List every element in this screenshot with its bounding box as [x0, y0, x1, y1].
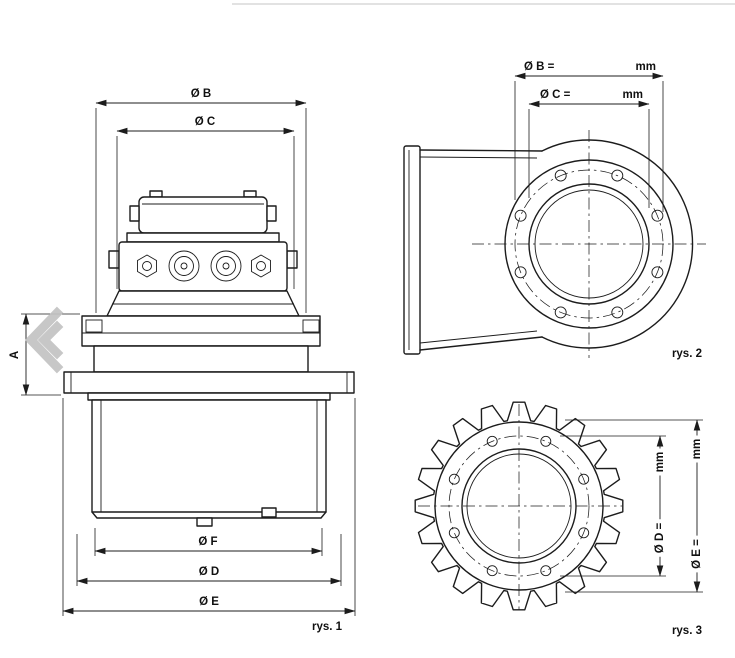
dim-label-b2: Ø B = — [524, 61, 555, 73]
center-lines — [472, 130, 706, 358]
figure1-final-drive-front-view: Ø B Ø C Ø F Ø D Ø E A rys. 1 — [9, 88, 356, 633]
mounting-flange — [81, 315, 321, 347]
sprocket-center-lines — [418, 404, 622, 610]
figure2-housing-side-view: Ø B = mm Ø C = mm rys. 2 — [403, 61, 706, 360]
figure1-dimensions: Ø B Ø C Ø F Ø D Ø E A — [9, 88, 356, 616]
dim-label-c: Ø C — [195, 116, 215, 128]
bolt-holes — [514, 169, 664, 319]
figure2-caption: rys. 2 — [672, 348, 702, 360]
figure3-sprocket-view: mm Ø D = mm Ø E = rys. 3 — [414, 401, 707, 637]
neck-section — [93, 345, 309, 373]
dim-label-a: A — [9, 351, 21, 359]
dim-label-b: Ø B — [191, 88, 211, 100]
sprocket-bolt-holes — [448, 435, 590, 577]
port-right — [210, 250, 242, 282]
gallery-prev-chevron-icon[interactable] — [24, 306, 64, 374]
hex-plug-left — [137, 254, 157, 278]
figure1-caption: rys. 1 — [312, 621, 343, 633]
ring-flange — [63, 371, 355, 394]
dim-label-e3: Ø E = — [691, 539, 703, 569]
hex-plug-right — [251, 254, 271, 278]
bottom-clip-right — [261, 507, 277, 518]
figure3-caption: rys. 3 — [672, 625, 702, 637]
valve-block — [108, 232, 298, 292]
figure3-dimensions: mm Ø D = mm Ø E = — [560, 419, 707, 593]
dim-label-d3: Ø D = — [654, 523, 666, 554]
dim-unit-d3: mm — [654, 452, 666, 472]
dim-unit-b2: mm — [636, 61, 656, 73]
dim-unit-c2: mm — [623, 89, 643, 101]
motor-top-cap — [129, 190, 277, 234]
motor-skirt — [106, 290, 300, 317]
figure2-dimensions: Ø B = mm Ø C = mm — [514, 61, 664, 212]
dim-label-f: Ø F — [198, 536, 217, 548]
dim-unit-e3: mm — [691, 439, 703, 459]
dim-label-d: Ø D — [199, 566, 219, 578]
drum-housing — [87, 392, 331, 527]
bottom-clip-center — [196, 517, 213, 527]
dim-label-e: Ø E — [199, 596, 219, 608]
dim-label-c2: Ø C = — [540, 89, 571, 101]
port-left — [168, 250, 200, 282]
